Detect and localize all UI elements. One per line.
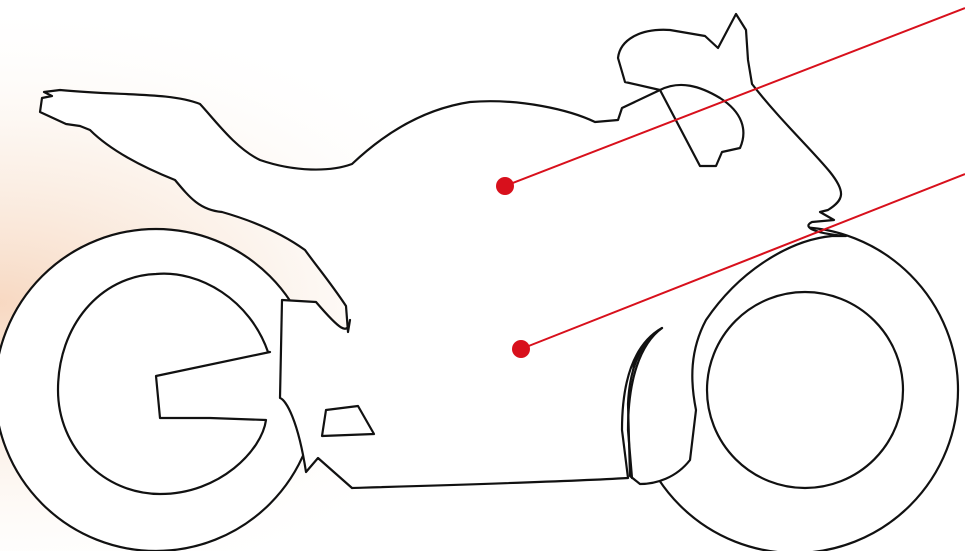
callout-lower-dot [512, 340, 530, 358]
callout-upper-dot [496, 177, 514, 195]
front-wheel-inner [707, 292, 903, 488]
